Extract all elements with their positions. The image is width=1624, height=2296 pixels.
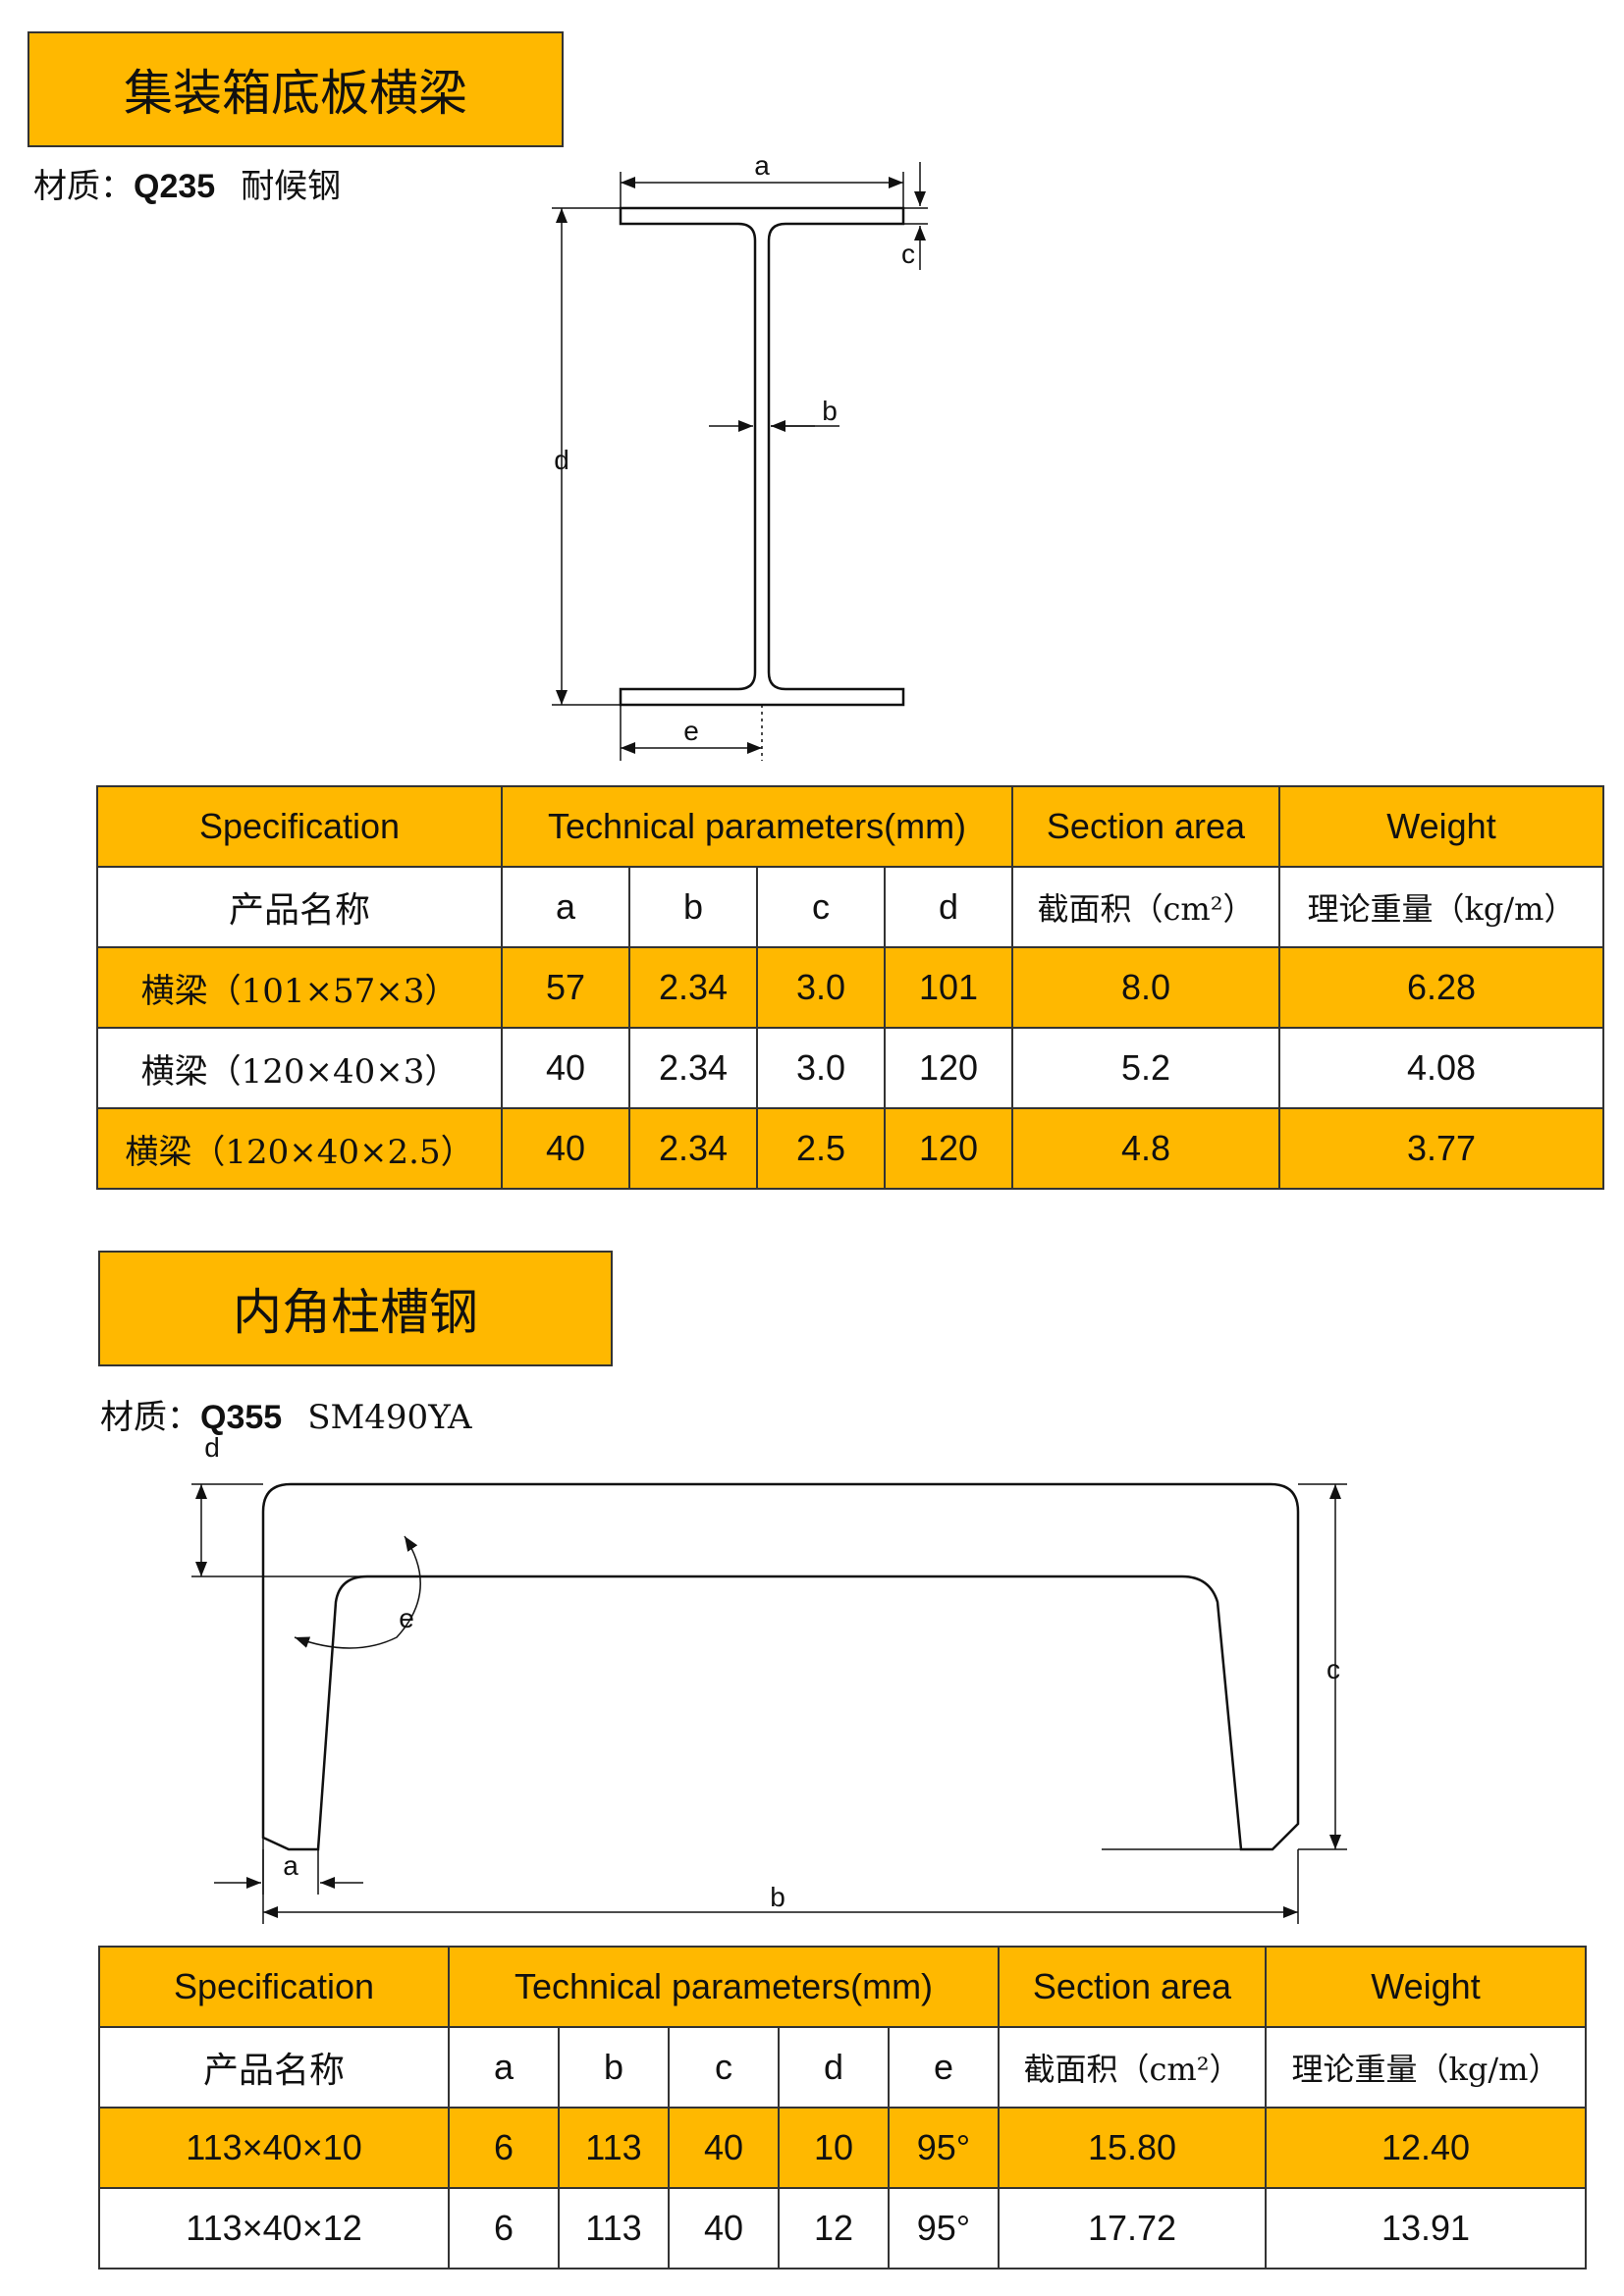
material-grade: Q235 [134,168,216,205]
dim-d-label: d [554,445,569,475]
i-beam-diagram: a c d b e [552,150,928,761]
header-section-area: Section area [1011,785,1280,868]
section2-material: 材质：Q355 SM490YA [100,1390,472,1438]
cell-spec: 113×40×12 [98,2187,450,2269]
header-technical-parameters: Technical parameters(mm) [501,785,1013,868]
subheader-section-area: 截面积（cm²） [998,2026,1267,2109]
cell-a: 57 [501,946,630,1029]
subheader-c: c [668,2026,780,2109]
table-row: 113×40×12 6 113 40 12 95° 17.72 13.91 [98,2187,1587,2269]
subheader-a: a [501,866,630,948]
section2-spec-table: Specification Technical parameters(mm) S… [98,1946,1587,2269]
channel-outline [261,1482,1300,1851]
table-row: 横梁（120×40×2.5） 40 2.34 2.5 120 4.8 3.77 [96,1107,1604,1190]
subheader-product-name: 产品名称 [96,866,503,948]
subheader-b: b [628,866,758,948]
cell-c: 3.0 [756,1027,886,1109]
subheader-section-area: 截面积（cm²） [1011,866,1280,948]
cell-d: 101 [884,946,1013,1029]
material-extra: SM490YA [307,1398,472,1437]
cell-weight: 4.08 [1278,1027,1604,1109]
cell-e: 95° [888,2107,1000,2189]
material-grade: Q355 [200,1399,283,1436]
dim-d-label: d [204,1432,220,1463]
cell-b: 2.34 [628,1027,758,1109]
header-specification: Specification [98,1946,450,2028]
cell-e: 95° [888,2187,1000,2269]
subheader-b: b [558,2026,670,2109]
cell-d: 120 [884,1107,1013,1190]
material-extra: 耐候钢 [241,167,342,206]
cell-section-area: 15.80 [998,2107,1267,2189]
subheader-e: e [888,2026,1000,2109]
i-beam-outline [619,206,905,707]
header-section-area: Section area [998,1946,1267,2028]
subheader-d: d [778,2026,890,2109]
cell-b: 113 [558,2107,670,2189]
cell-weight: 6.28 [1278,946,1604,1029]
subheader-d: d [884,866,1013,948]
dim-e-arc [294,1535,421,1649]
cell-d: 12 [778,2187,890,2269]
dim-b-label: b [822,396,838,426]
dim-a-label: a [754,150,770,181]
cell-b: 2.34 [628,1107,758,1190]
cell-section-area: 5.2 [1011,1027,1280,1109]
cell-weight: 13.91 [1265,2187,1587,2269]
section1-title: 集装箱底板横梁 [27,31,564,147]
cell-c: 2.5 [756,1107,886,1190]
table-row: 横梁（101×57×3） 57 2.34 3.0 101 8.0 6.28 [96,946,1604,1029]
dim-a-label: a [283,1850,298,1881]
cell-weight: 12.40 [1265,2107,1587,2189]
subheader-c: c [756,866,886,948]
header-weight: Weight [1278,785,1604,868]
section2-title-text: 内角柱槽钢 [233,1284,478,1341]
dim-c-label: c [901,239,915,269]
table-header-row: Specification Technical parameters(mm) S… [96,785,1604,868]
dim-c-label: c [1326,1654,1340,1684]
channel-steel-diagram: d c e a b [191,1432,1347,1924]
subheader-product-name: 产品名称 [98,2026,450,2109]
subheader-a: a [448,2026,560,2109]
material-label: 材质： [100,1398,200,1437]
cell-d: 10 [778,2107,890,2189]
cell-spec: 113×40×10 [98,2107,450,2189]
cell-section-area: 8.0 [1011,946,1280,1029]
cell-c: 40 [668,2107,780,2189]
cell-c: 3.0 [756,946,886,1029]
table-row: 横梁（120×40×3） 40 2.34 3.0 120 5.2 4.08 [96,1027,1604,1109]
cell-a: 6 [448,2187,560,2269]
table-header-row: Specification Technical parameters(mm) S… [98,1946,1587,2028]
subheader-weight: 理论重量（kg/m） [1278,866,1604,948]
section1-spec-table: Specification Technical parameters(mm) S… [96,785,1604,1190]
cell-section-area: 17.72 [998,2187,1267,2269]
cell-b: 113 [558,2187,670,2269]
section1-title-text: 集装箱底板横梁 [124,65,467,122]
dim-b-label: b [770,1882,785,1912]
table-subheader-row: 产品名称 a b c d e 截面积（cm²） 理论重量（kg/m） [98,2026,1587,2109]
header-technical-parameters: Technical parameters(mm) [448,1946,1000,2028]
cell-spec: 横梁（120×40×3） [96,1027,503,1109]
cell-d: 120 [884,1027,1013,1109]
cell-a: 40 [501,1107,630,1190]
cell-spec: 横梁（101×57×3） [96,946,503,1029]
dim-e-label: e [399,1603,414,1633]
header-weight: Weight [1265,1946,1587,2028]
cell-a: 40 [501,1027,630,1109]
section1-material: 材质：Q235 耐候钢 [33,159,341,207]
subheader-weight: 理论重量（kg/m） [1265,2026,1587,2109]
cell-section-area: 4.8 [1011,1107,1280,1190]
table-subheader-row: 产品名称 a b c d 截面积（cm²） 理论重量（kg/m） [96,866,1604,948]
cell-b: 2.34 [628,946,758,1029]
table-row: 113×40×10 6 113 40 10 95° 15.80 12.40 [98,2107,1587,2189]
cell-weight: 3.77 [1278,1107,1604,1190]
cell-spec: 横梁（120×40×2.5） [96,1107,503,1190]
section2-title: 内角柱槽钢 [98,1251,613,1366]
cell-a: 6 [448,2107,560,2189]
cell-c: 40 [668,2187,780,2269]
dim-e-label: e [683,716,699,746]
header-specification: Specification [96,785,503,868]
material-label: 材质： [33,167,134,206]
